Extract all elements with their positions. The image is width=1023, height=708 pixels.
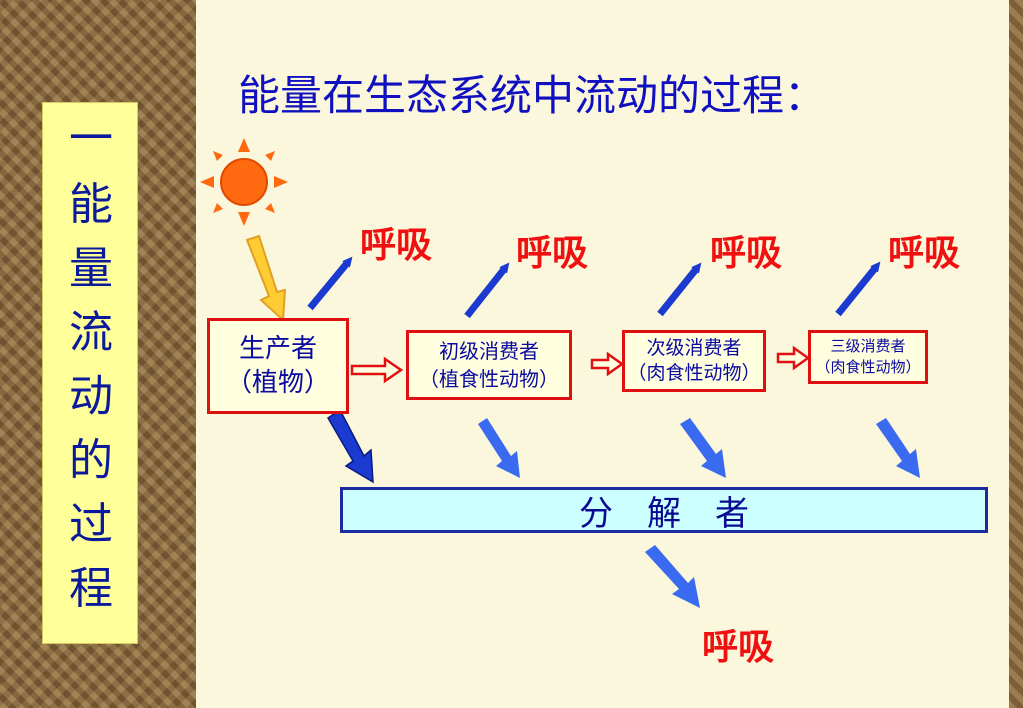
decomposer-label: 分 解 者 (579, 493, 749, 534)
right-decorative-band (1009, 0, 1023, 708)
respiration-label-producer: 呼吸 (360, 224, 433, 266)
respiration-label-primary: 呼吸 (516, 232, 589, 274)
sunlight-arrow (245, 234, 287, 323)
flow-arrow-2 (590, 351, 625, 377)
respiration-arrow-producer (307, 256, 353, 311)
tertiary-consumer-box: 三级消费者 （肉食性动物） (808, 330, 928, 384)
respiration-arrows (307, 256, 881, 319)
decomp-respiration-arrow (645, 545, 700, 608)
vertical-title-char: 能 (69, 179, 113, 230)
sun-icon (200, 138, 288, 226)
producer-label: 生产者 (238, 334, 317, 364)
primary-consumer-label: 初级消费者 (439, 339, 539, 363)
respiration-arrow-tertiary (835, 261, 881, 317)
flow-arrow-3 (776, 345, 811, 371)
decomp-arrow-tertiary (876, 418, 920, 478)
respiration-label-decomposer: 呼吸 (702, 626, 775, 668)
respiration-arrow-primary (464, 262, 510, 319)
decomp-arrow-secondary (680, 418, 726, 478)
respiration-arrow-secondary (657, 262, 702, 317)
vertical-title-char: 一 (69, 113, 113, 164)
vertical-title-char: 的 (69, 435, 113, 486)
primary-consumer-box: 初级消费者 （植食性动物） (406, 330, 572, 400)
respiration-label-secondary: 呼吸 (710, 232, 783, 274)
decomposer-bar: 分 解 者 (340, 487, 988, 534)
producer-box: 生产者 （植物） (207, 318, 349, 414)
flow-arrow-1 (350, 356, 404, 384)
respiration-label-tertiary: 呼吸 (888, 232, 961, 274)
vertical-title-char: 过 (69, 499, 113, 550)
vertical-title-char: 动 (69, 371, 113, 422)
decomp-arrow-producer (326, 408, 374, 484)
vertical-title-char: 程 (69, 563, 113, 614)
secondary-consumer-box: 次级消费者 （肉食性动物） (622, 330, 766, 392)
secondary-consumer-sublabel: （肉食性动物） (627, 362, 761, 384)
tertiary-consumer-sublabel: （肉食性动物） (815, 358, 921, 376)
slide-title: 能量在生态系统中流动的过程： (238, 71, 827, 120)
producer-sublabel: （植物） (225, 368, 330, 398)
decomp-arrow-primary (478, 418, 520, 478)
vertical-section-title: 一 能 量 流 动 的 过 程 (42, 102, 138, 644)
vertical-title-char: 流 (69, 307, 113, 358)
vertical-title-char: 量 (69, 243, 113, 294)
tertiary-consumer-label: 三级消费者 (830, 337, 906, 355)
decomposition-arrows (326, 408, 920, 608)
primary-consumer-sublabel: （植食性动物） (419, 367, 559, 391)
secondary-consumer-label: 次级消费者 (646, 337, 742, 359)
energy-flow-arrows (350, 345, 811, 384)
